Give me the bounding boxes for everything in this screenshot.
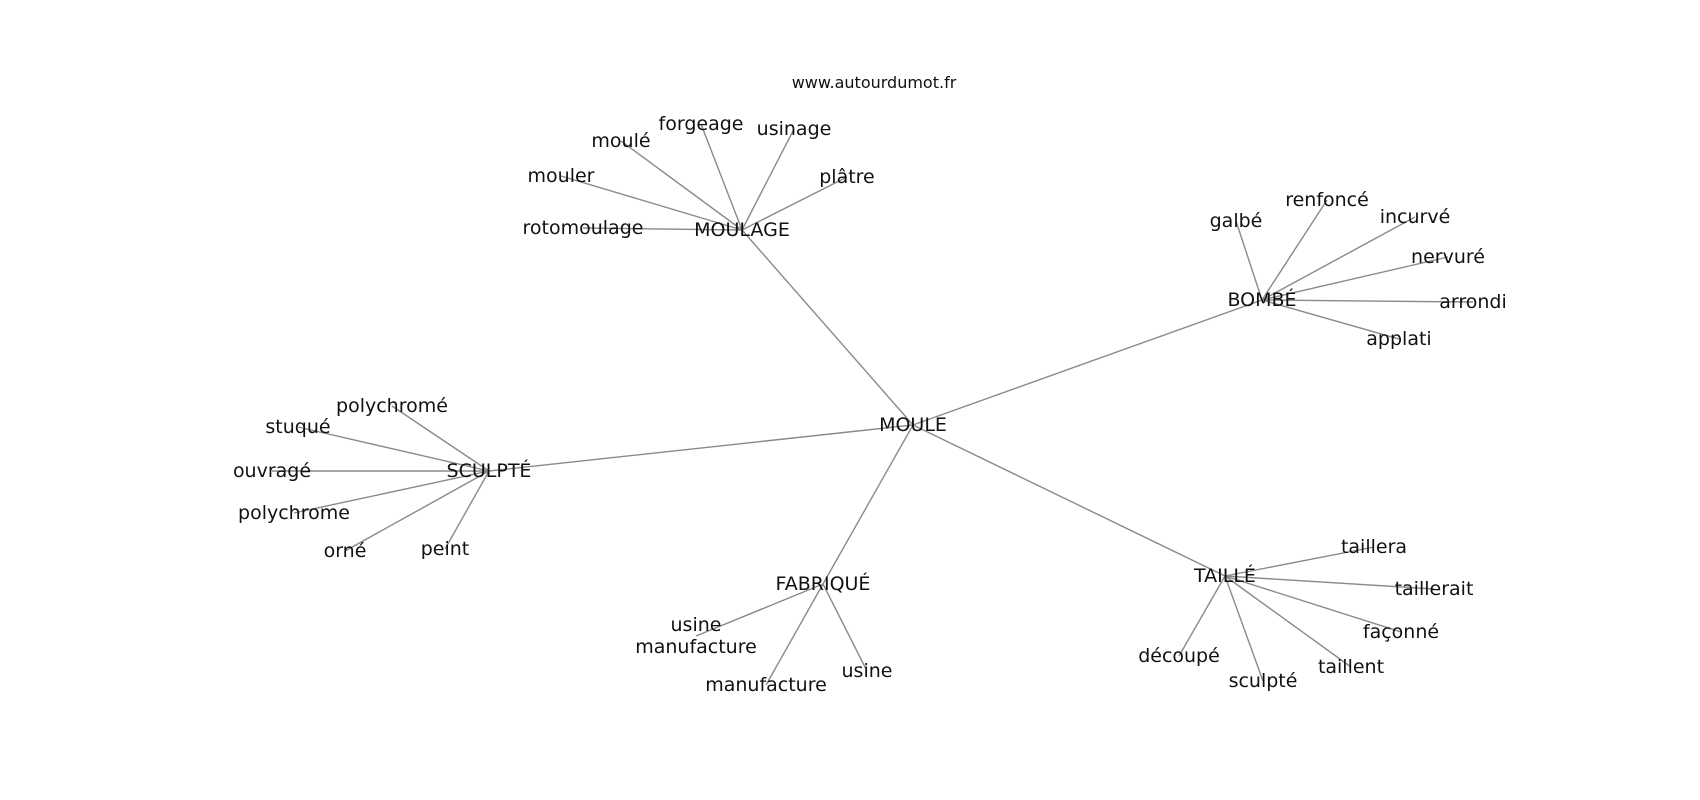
edge-hub-word xyxy=(1224,575,1435,590)
edge-hub-word xyxy=(1261,199,1328,301)
word-node: stuqué xyxy=(265,416,330,438)
word-node: forgeage xyxy=(659,113,744,135)
edge-hub-word xyxy=(1261,299,1400,340)
word-node: taillerait xyxy=(1395,578,1474,600)
word-node: ouvragé xyxy=(233,460,311,482)
edge-hub-word xyxy=(620,140,743,231)
word-node: orné xyxy=(324,540,367,562)
edge-hub-word xyxy=(297,426,490,472)
edge-hub-word xyxy=(1235,220,1263,301)
word-node: façonné xyxy=(1363,621,1439,643)
edge-center-hub xyxy=(822,424,914,585)
word-node: taillent xyxy=(1318,656,1384,678)
word-node: plâtre xyxy=(819,166,875,188)
hub-node: BOMBÉ xyxy=(1227,288,1296,311)
edge-hub-word xyxy=(741,176,848,231)
word-node: découpé xyxy=(1138,645,1220,667)
edge-hub-word xyxy=(1224,546,1375,577)
word-node: peint xyxy=(421,538,470,560)
word-node: manufacture xyxy=(705,674,827,696)
edge-hub-word xyxy=(741,128,795,231)
edge-hub-word xyxy=(1261,216,1416,301)
word-node: renfoncé xyxy=(1285,189,1369,211)
word-node: sculpté xyxy=(1229,670,1298,692)
hub-node: TAILLÉ xyxy=(1193,564,1256,587)
edge-hub-word xyxy=(582,227,743,231)
word-node: usinage xyxy=(757,118,832,140)
edge-center-hub xyxy=(912,424,1226,577)
edge-hub-word xyxy=(444,470,490,550)
edge-hub-word xyxy=(1261,299,1474,303)
edge-hub-word xyxy=(560,175,743,231)
word-node: applati xyxy=(1366,328,1431,350)
edge-center-hub xyxy=(912,299,1263,426)
edge-hub-word xyxy=(1224,575,1264,682)
graph-edges xyxy=(272,123,1474,686)
edge-hub-word xyxy=(293,470,490,514)
word-node: moulé xyxy=(591,130,650,152)
word-node: galbé xyxy=(1210,210,1263,232)
hub-node: SCULPTÉ xyxy=(447,459,532,482)
graph-labels: MOULE MOULAGE rotomoulage mouler moulé forgea… xyxy=(233,113,1507,696)
edge-center-hub xyxy=(488,424,914,472)
edge-hub-word xyxy=(391,405,490,472)
edge-hub-word xyxy=(1224,575,1352,668)
edge-hub-word xyxy=(700,123,743,231)
source-url: www.autourdumot.fr xyxy=(792,73,957,92)
word-node: mouler xyxy=(528,165,595,187)
word-node: incurvé xyxy=(1380,206,1451,228)
center-node: MOULE xyxy=(879,414,947,436)
edge-hub-word xyxy=(765,583,824,686)
edge-hub-word xyxy=(1224,575,1402,633)
edge-hub-word xyxy=(695,583,824,637)
hub-node: MOULAGE xyxy=(694,219,790,241)
word-node: arrondi xyxy=(1439,291,1507,313)
word-node: polychromé xyxy=(336,395,448,417)
word-node: taillera xyxy=(1341,536,1407,558)
word-node: usine xyxy=(842,660,893,682)
word-node: rotomoulage xyxy=(523,217,644,239)
edge-hub-word xyxy=(1261,256,1449,301)
edge-hub-word xyxy=(1178,575,1226,657)
word-node: nervuré xyxy=(1411,246,1485,268)
hub-node: FABRIQUÉ xyxy=(776,572,871,595)
edge-hub-word xyxy=(822,583,868,672)
edge-center-hub xyxy=(741,229,914,426)
edge-hub-word xyxy=(344,470,490,552)
word-node: polychrome xyxy=(238,502,350,524)
